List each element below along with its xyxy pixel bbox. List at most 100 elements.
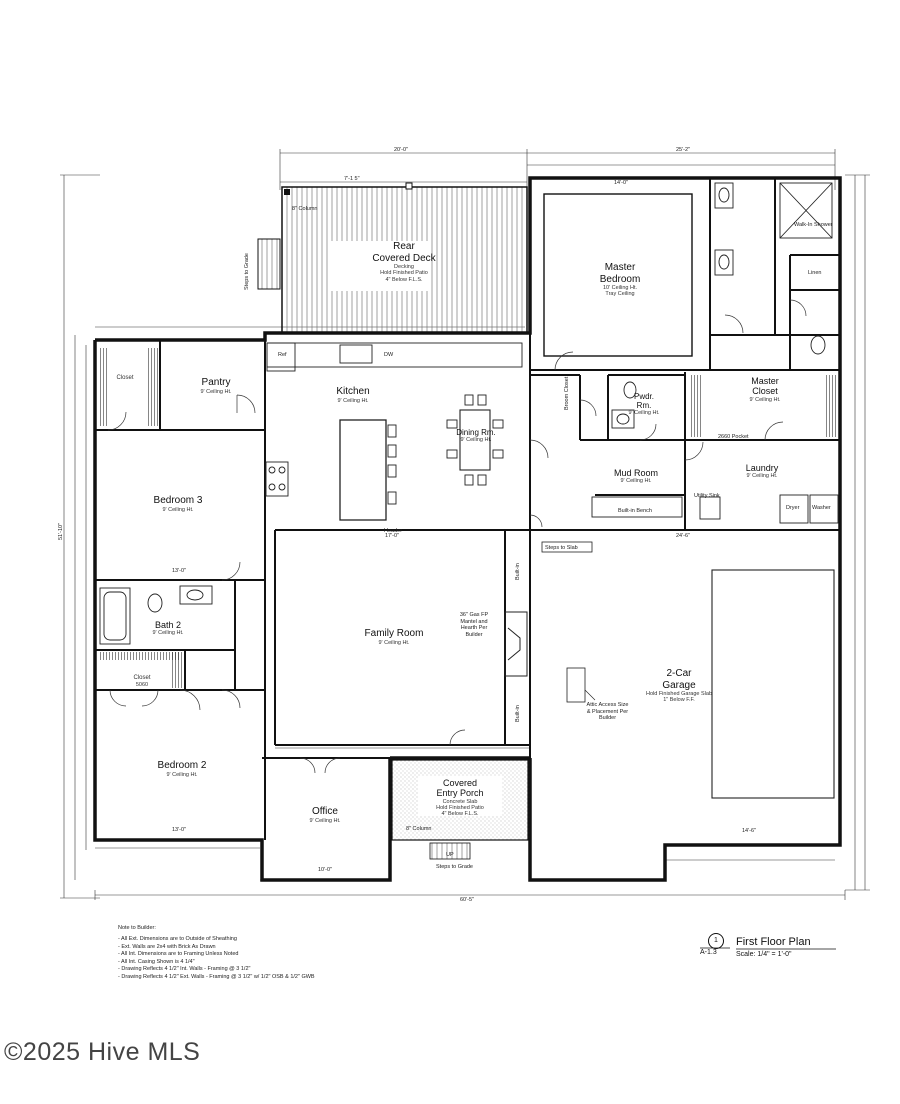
bath2-ceiling: 9' Ceiling Ht. (152, 630, 184, 637)
dim-garage-width: 24'-6" (676, 533, 691, 539)
office-ceiling: 9' Ceiling Ht. (309, 817, 341, 824)
dim-bed3-width: 13'-0" (172, 568, 187, 574)
pantry-name: Pantry (201, 377, 231, 388)
porch-label-bg (418, 776, 502, 816)
dw-label: DW (384, 352, 394, 358)
rear-deck-name1: Rear (393, 241, 415, 252)
utility-sink-label: Utility Sink (694, 493, 720, 499)
laundry-name: Laundry (745, 463, 779, 473)
bedroom2-ceiling: 9' Ceiling Ht. (166, 771, 198, 778)
sheet-number: A-1.3 (700, 949, 717, 956)
dim-overall-top-right: 25'-2" (676, 147, 691, 153)
bath2-label: Bath 2 9' Ceiling Ht. (152, 620, 183, 637)
dim-garage-bottom: 14'-6" (742, 828, 757, 834)
broom-closet-label: Broom Closet (564, 376, 570, 410)
kitchen-label: Kitchen 9' Ceiling Ht. (336, 386, 369, 404)
rear-deck-name2: Covered Deck (372, 252, 436, 264)
note-item: - All Int. Casing Shown is 4 1/4" (118, 958, 195, 965)
dining-label: Dining Rm. 9' Ceiling Ht. (456, 428, 496, 444)
steps-grade-front-label: Steps to Grade (436, 864, 473, 870)
mud-room-name: Mud Room (613, 468, 659, 478)
built-in-top-label: Built-in (515, 563, 521, 580)
title-block: 1 A-1.3 First Floor Plan Scale: 1/4" = 1… (700, 933, 840, 964)
rear-deck-label: Rear Covered Deck Decking Hold Finished … (372, 241, 435, 283)
deck-label-bg (330, 241, 430, 291)
dim-master-width: 14'-0" (614, 180, 629, 186)
bedroom2-name: Bedroom 2 (157, 760, 207, 771)
dim-office-width: 10'-0" (318, 867, 333, 873)
copyright-watermark: ©2025 Hive MLS (4, 1038, 201, 1066)
column-front-label: 8" Column (406, 826, 432, 832)
master-bedroom-name1: Master (604, 262, 636, 273)
bedroom3-label: Bedroom 3 9' Ceiling Ht. (154, 495, 203, 513)
dim-overall-left: 51'-10" (58, 522, 64, 540)
bath2-name: Bath 2 (154, 620, 182, 630)
note-item: - All Ext. Dimensions are to Outside of … (118, 936, 237, 943)
garage-note1: Hold Finished Garage Slab (645, 691, 713, 697)
master-closet-name1: Master (751, 376, 779, 386)
family-room-label: Family Room 9' Ceiling Ht. (365, 628, 424, 646)
fireplace (504, 611, 528, 677)
garage-name2: Garage (662, 679, 696, 691)
family-room-name: Family Room (364, 628, 424, 639)
mud-room-ceiling: 9' Ceiling Ht. (620, 478, 652, 485)
entry-porch-name2: Entry Porch (436, 788, 484, 799)
linen-label: Linen (808, 270, 822, 276)
master-bedroom-note2: Tray Ceiling (605, 291, 635, 298)
up-label: UP (446, 852, 454, 858)
dining-name: Dining Rm. (456, 428, 496, 437)
bedroom3-ceiling: 9' Ceiling Ht. (162, 506, 194, 513)
closet-top-name: Closet (116, 375, 134, 381)
builder-notes: Note to Builder: - All Ext. Dimensions a… (118, 925, 315, 981)
note-item: - Ext. Walls are 2x4 with Brick As Drawn (118, 943, 216, 950)
dim-overall-top: 20'-0" (394, 147, 409, 153)
built-in-bottom-label: Built-in (515, 705, 521, 722)
bath-fixtures (99, 182, 839, 645)
drawing-scale: Scale: 1/4" = 1'-0" (736, 951, 792, 958)
entry-porch-note1: Concrete Slab (442, 798, 478, 805)
drawing-number: 1 (708, 933, 724, 949)
fireplace-label: 36" Gas FP Mantel and Hearth Per Builder (459, 612, 489, 638)
title-block-rules (700, 947, 836, 950)
attic-label: Attic Access Size & Placement Per Builde… (586, 702, 629, 722)
master-bedroom-name2: Bedroom (599, 273, 641, 285)
rear-deck-note2: Hold Finished Patio (380, 270, 428, 277)
closet-mid-label: Closet 5060 (133, 675, 150, 688)
dining-ceiling: 9' Ceiling Ht. (460, 437, 492, 444)
closet-mid-name: Closet (133, 675, 151, 681)
kitchen-ceiling: 9' Ceiling Ht. (337, 397, 369, 404)
ref-label: Ref (278, 352, 287, 358)
dryer-label: Dryer (786, 505, 800, 511)
garage-elements (541, 541, 835, 799)
steps-grade-rear-label: Steps to Grade (244, 253, 250, 290)
garage-label: 2-Car Garage Hold Finished Garage Slab 1… (646, 668, 712, 704)
entry-porch-note3: 4" Below F.L.S. (441, 811, 479, 818)
door-swings (107, 299, 807, 774)
closet-shelving (98, 348, 837, 688)
rear-deck-note1: Decking (394, 264, 414, 270)
entry-porch-label: Covered Entry Porch Concrete Slab Hold F… (436, 778, 484, 818)
entry-porch-name1: Covered (442, 778, 478, 788)
dim-overall-bottom: 60'-5" (460, 897, 475, 903)
pocket-door-label: 2660 Pocket (718, 434, 749, 440)
header-label: Header (384, 528, 403, 534)
bedroom3-name: Bedroom 3 (153, 495, 203, 506)
powder-room-label: Pwdr. Rm. 9' Ceiling Ht. (628, 392, 659, 417)
rear-deck-note3: 4" Below F.L.S. (385, 276, 423, 283)
master-closet-ceiling: 9' Ceiling Ht. (749, 396, 781, 403)
notes-heading: Note to Builder: (118, 925, 156, 931)
family-room-ceiling: 9' Ceiling Ht. (378, 639, 410, 646)
garage-note2: 1" Below F.F. (663, 697, 695, 704)
column-rear-label: 8" Column (292, 206, 318, 212)
shower-label: Walk-In Shower (794, 222, 833, 228)
bedroom2-label: Bedroom 2 9' Ceiling Ht. (158, 760, 207, 778)
drawing-title: First Floor Plan (736, 936, 811, 948)
master-closet-name2: Closet (752, 386, 778, 397)
note-item: - Drawing Reflects 4 1/2" Int. Walls - F… (118, 966, 251, 973)
mud-room-label: Mud Room 9' Ceiling Ht. (614, 468, 658, 485)
office-name: Office (312, 806, 338, 817)
pantry-ceiling: 9' Ceiling Ht. (200, 388, 232, 395)
garage-name1: 2-Car (666, 668, 692, 679)
laundry-label: Laundry 9' Ceiling Ht. (746, 463, 779, 480)
